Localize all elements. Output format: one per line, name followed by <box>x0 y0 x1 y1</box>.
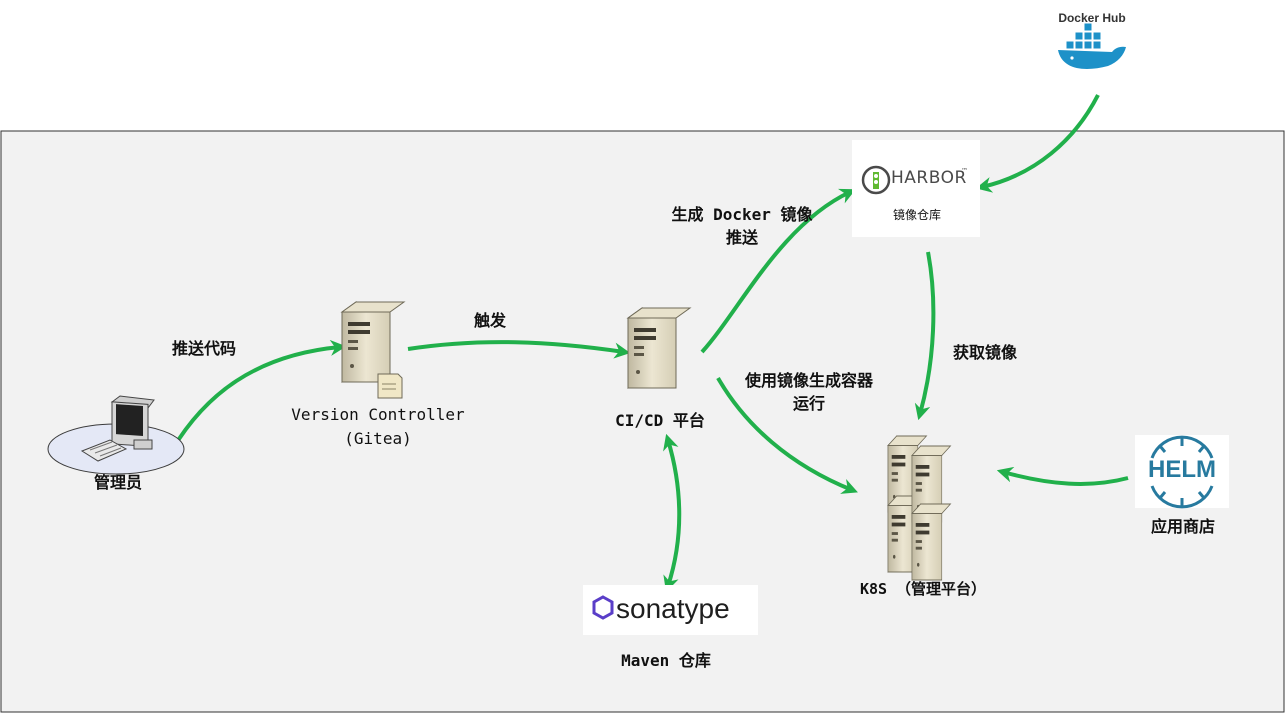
admin-label: 管理员 <box>93 473 142 492</box>
arrow-cicd-sonatype <box>663 433 682 593</box>
sonatype-logo-text: sonatype <box>616 593 730 624</box>
edge-label-trigger: 触发 <box>473 311 506 330</box>
arrow-run-container <box>716 377 858 494</box>
arrow-build-push <box>700 188 856 354</box>
edge-label-build-push-line1: 生成 Docker 镜像 <box>671 205 813 224</box>
arrow-dockerhub-harbor <box>975 94 1100 193</box>
edge-label-pull-image: 获取镜像 <box>952 343 1017 362</box>
harbor-registry-node <box>852 140 980 237</box>
helm-app-store-node <box>1135 435 1229 509</box>
cicd-label: CI/CD 平台 <box>615 411 705 430</box>
k8s-server-cluster-icon <box>887 435 951 581</box>
k8s-label: K8S （管理平台） <box>859 580 987 598</box>
harbor-logo-text: HARBOR <box>891 168 967 188</box>
harbor-logo-icon <box>861 165 891 195</box>
harbor-trademark: ™ <box>961 167 968 175</box>
arrow-helm-k8s <box>996 466 1129 486</box>
docker-hub-whale-icon <box>1058 22 1126 69</box>
sonatype-maven-node <box>583 585 758 635</box>
helm-caption: 应用商店 <box>1150 517 1215 536</box>
harbor-caption: 镜像仓库 <box>892 208 941 222</box>
admin-workstation-icon <box>47 395 185 475</box>
arrow-trigger <box>407 340 631 359</box>
edge-label-push-code: 推送代码 <box>171 339 236 358</box>
sonatype-hexagon-icon <box>592 595 614 620</box>
version-controller-server-icon <box>341 301 405 399</box>
edge-label-run-container-line2: 运行 <box>792 394 825 413</box>
arrow-pull-image <box>914 251 936 421</box>
helm-logo-text: HELM <box>1148 456 1216 483</box>
docker-hub-label: Docker Hub <box>1058 11 1126 25</box>
edge-label-run-container-line1: 使用镜像生成容器 <box>744 371 873 390</box>
helm-wheel-icon <box>1150 435 1214 509</box>
edge-label-build-push-line2: 推送 <box>725 228 758 247</box>
version-controller-label-line2: (Gitea) <box>344 429 412 448</box>
sonatype-caption: Maven 仓库 <box>621 651 711 670</box>
arrow-push-code <box>170 339 347 452</box>
version-controller-label-line1: Version Controller <box>291 405 465 424</box>
